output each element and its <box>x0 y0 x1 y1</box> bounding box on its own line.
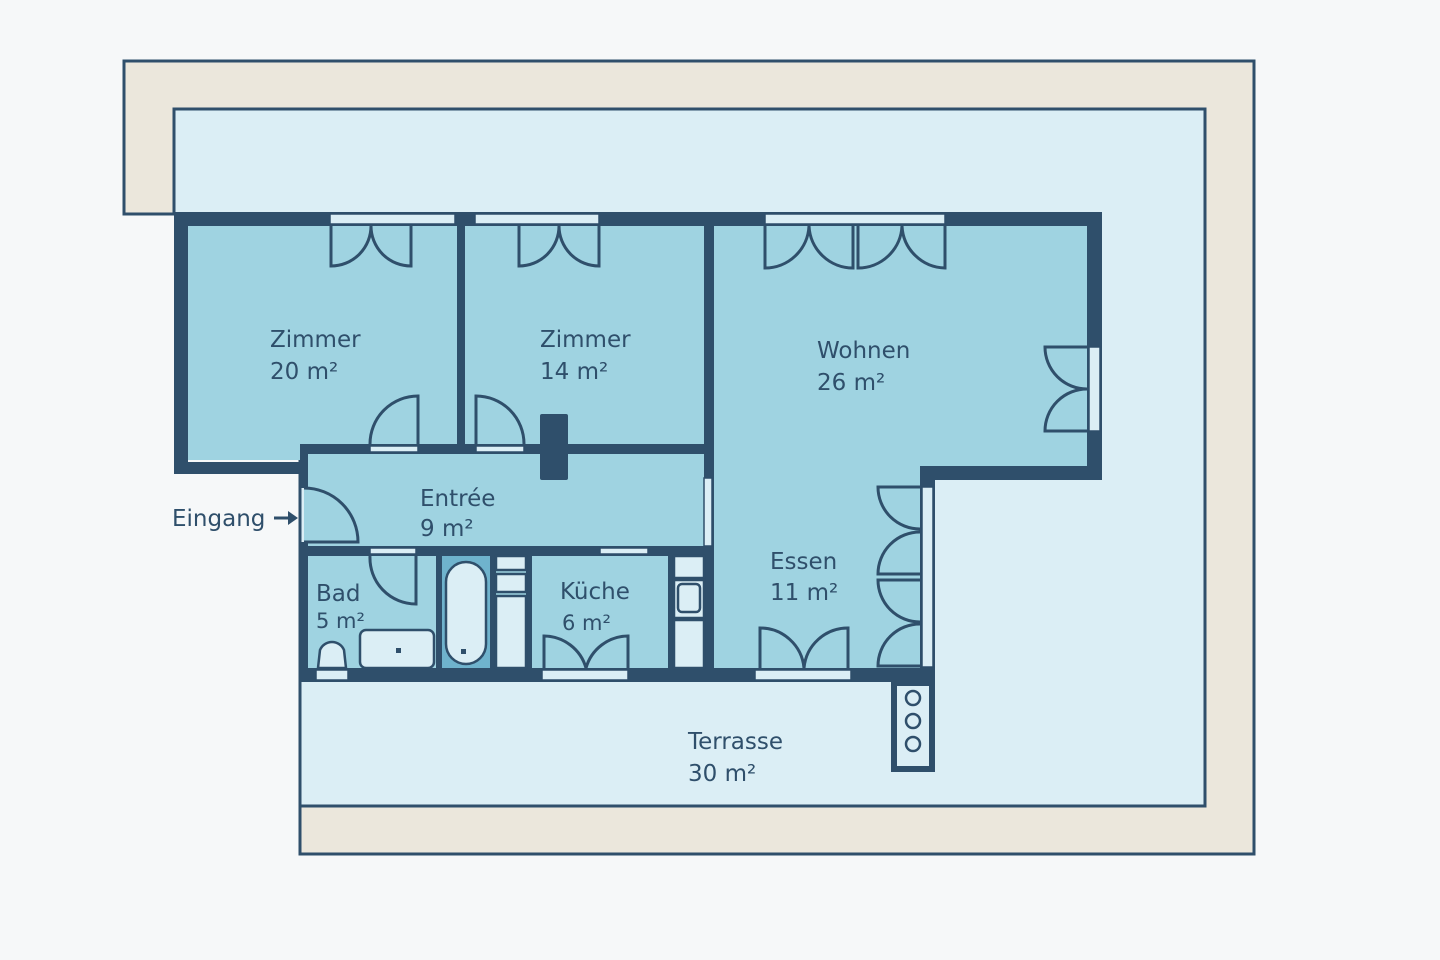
room-name: Entrée <box>420 486 495 512</box>
arrow-right-icon <box>274 511 298 525</box>
room-fills <box>180 220 1095 672</box>
room-area: 6 m² <box>562 611 611 635</box>
room-area: 11 m² <box>770 580 838 606</box>
room-name: Terrasse <box>687 729 783 755</box>
room-label-essen: Essen 11 m² <box>770 549 838 606</box>
room-label-entree: Entrée 9 m² <box>420 486 495 542</box>
room-name: Küche <box>560 579 630 605</box>
room-name: Bad <box>316 581 360 607</box>
room-name: Wohnen <box>817 338 910 364</box>
room-label-terrasse: Terrasse 30 m² <box>687 729 783 787</box>
windows <box>315 213 1101 681</box>
room-label-zimmer2: Zimmer 14 m² <box>540 327 631 385</box>
stove-icon <box>676 582 702 614</box>
toilet-icon <box>316 640 348 670</box>
room-area: 5 m² <box>316 609 365 633</box>
doors <box>303 225 1088 669</box>
room-label-kueche: Küche 6 m² <box>560 579 630 635</box>
room-name: Essen <box>770 549 837 575</box>
room-label-wohnen: Wohnen 26 m² <box>817 338 910 396</box>
room-area: 9 m² <box>420 516 474 542</box>
entrance-marker: Eingang <box>172 506 298 532</box>
room-label-bad: Bad 5 m² <box>316 581 365 633</box>
vent-circle-icon <box>904 735 922 753</box>
room-name: Zimmer <box>270 327 361 353</box>
room-area: 14 m² <box>540 359 608 385</box>
bathtub-icon <box>444 560 488 666</box>
vent-circle-icon <box>904 689 922 707</box>
room-label-zimmer1: Zimmer 20 m² <box>270 327 361 385</box>
entrance-label: Eingang <box>172 506 265 532</box>
room-area: 20 m² <box>270 359 338 385</box>
vent-circle-icon <box>904 712 922 730</box>
room-area: 30 m² <box>688 761 756 787</box>
fixtures <box>316 554 929 766</box>
room-name: Zimmer <box>540 327 631 353</box>
room-area: 26 m² <box>817 370 885 396</box>
